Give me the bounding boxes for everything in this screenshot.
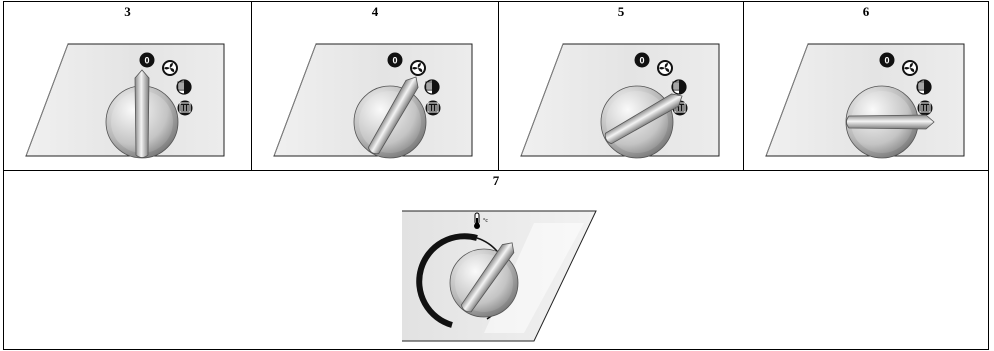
step-4-number: 4 — [371, 4, 379, 19]
step-5-number: 5 — [617, 4, 625, 19]
steps-table: 3 4 — [3, 1, 989, 350]
temperature-knob — [449, 242, 519, 318]
step-7-number: 7 — [492, 173, 500, 188]
step-5-panel — [520, 43, 720, 159]
step-7-cell: 7 °c — [3, 170, 989, 350]
selector-knob — [105, 69, 179, 159]
step-6-number: 6 — [862, 4, 870, 19]
temp-unit-label: °c — [483, 217, 488, 224]
step-4-cell: 4 — [251, 1, 499, 171]
step-3-number: 3 — [124, 4, 131, 19]
step-6-cell: 6 — [743, 1, 989, 171]
knob-pointer — [846, 114, 935, 130]
step-5-cell: 5 — [498, 1, 744, 171]
temperature-scale-arc — [416, 233, 478, 328]
knob-pointer — [367, 76, 419, 155]
knob-pointer — [460, 242, 515, 313]
step-3-cell: 3 — [3, 1, 252, 171]
thermometer-icon — [474, 212, 480, 229]
knob-pointer — [134, 69, 150, 158]
selector-knob — [845, 85, 935, 159]
step-6-panel — [765, 43, 965, 159]
selector-knob — [353, 76, 427, 159]
step-7-panel: °c — [402, 210, 597, 342]
knob-pointer — [604, 93, 683, 145]
selector-knob — [600, 85, 683, 159]
step-3-panel — [25, 43, 225, 159]
step-4-panel — [273, 43, 473, 159]
